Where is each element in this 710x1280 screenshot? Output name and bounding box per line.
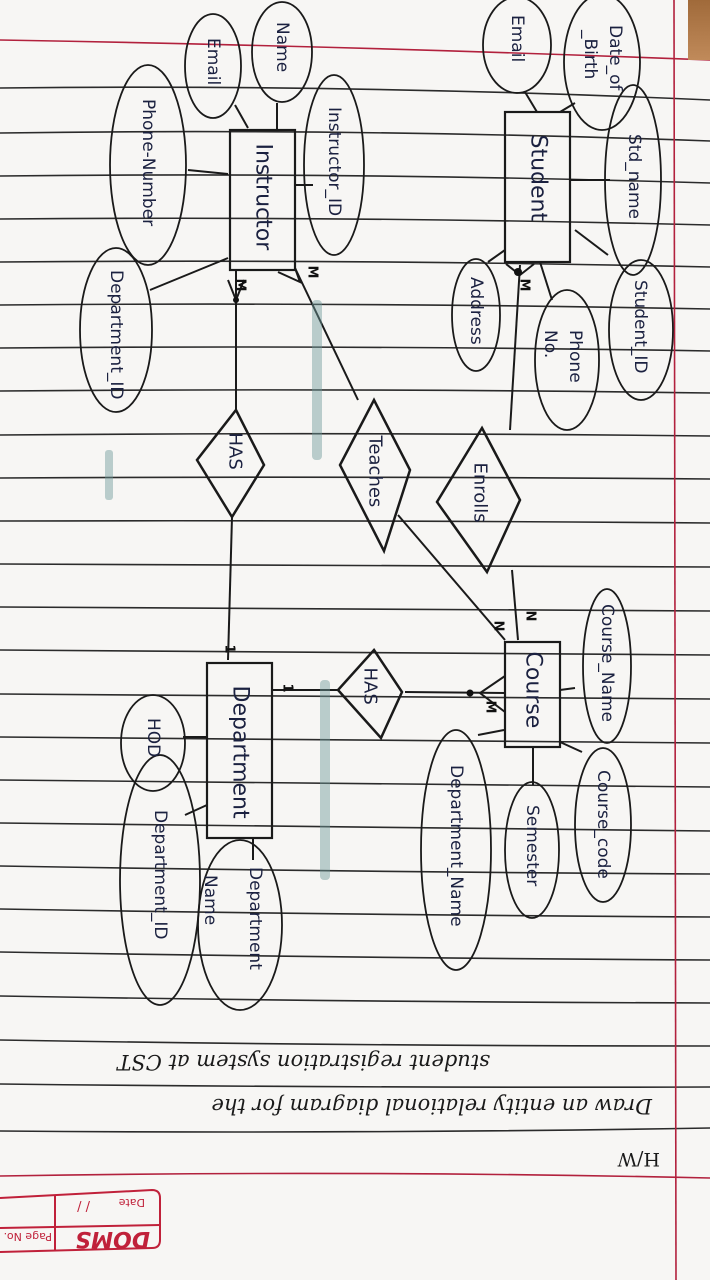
card-department-has-side: 1: [279, 683, 295, 693]
entity-student: Student: [525, 134, 551, 222]
card-student-enrolls: M: [516, 278, 532, 292]
attr-student-address: Address: [466, 277, 486, 345]
attr-student-name: Std_name: [624, 134, 644, 219]
entity-department-box: [205, 661, 274, 840]
attribute-shapes: [79, 0, 674, 1011]
question-line-1: Draw an entity relational diagram for th…: [211, 1094, 652, 1118]
attr-student-phone-line2: No.: [540, 330, 560, 359]
entity-course: Course: [520, 651, 546, 729]
attr-course-semester: Semester: [522, 805, 542, 887]
top-margin-line: [0, 39, 710, 61]
entity-shapes: [205, 110, 572, 840]
rel-has-instructor-dept: [195, 407, 266, 520]
card-course-teaches: N: [490, 620, 506, 632]
attr-course-name: Course_Name: [597, 604, 617, 723]
rel-enrolls: [435, 425, 522, 575]
relationship-has-course: HAS: [359, 667, 381, 705]
rel-teaches: [338, 397, 412, 555]
card-course-enrolls: N: [522, 610, 538, 622]
right-margin-line: [673, 0, 677, 1280]
attr-instructor-email: Email: [203, 38, 223, 86]
attr-department-id: Department_ID: [150, 810, 170, 940]
ink-smudges: [105, 300, 330, 880]
attr-instructor-department-id: Department_ID: [106, 270, 126, 400]
relationship-shapes: [195, 397, 522, 741]
date-value: / /: [77, 1198, 90, 1213]
ruled-lines: [0, 86, 710, 1133]
attr-student-email: Email: [507, 15, 527, 63]
attr-course-code: Course_code: [593, 770, 613, 879]
page-corner: [688, 0, 710, 60]
page-number-label: Page No.: [3, 1230, 52, 1243]
attr-student-dob-line2: _Birth: [580, 30, 600, 80]
attr-course-department-name: Department_Name: [446, 765, 466, 927]
attr-student-phone-line1: Phone: [565, 330, 585, 383]
card-instructor-has: M: [232, 278, 248, 292]
connector-lines: [149, 91, 610, 860]
attr-student-id: Student_ID: [630, 280, 650, 374]
relationship-enrolls: Enrolls: [469, 462, 491, 523]
attr-instructor-id: Instructor_ID: [324, 107, 344, 217]
attr-instructor-name: Name: [272, 22, 292, 73]
date-label: Date: [118, 1196, 145, 1209]
attr-department-name-line1: Department: [245, 867, 265, 970]
homework-tag: H/W: [617, 1148, 661, 1170]
rel-has-dept-course: [336, 647, 404, 741]
relationship-has-instructor: HAS: [224, 432, 246, 470]
bottom-margin-line: [0, 1172, 710, 1179]
attr-student-dob-line1: Date_of: [605, 25, 625, 91]
attr-department-hod: HOD: [143, 718, 163, 758]
entity-student-box: [503, 110, 572, 264]
entity-instructor-box: [228, 128, 297, 272]
attr-department-name-line2: Name: [200, 875, 220, 926]
question-line-2: student registration system at CST: [117, 1050, 490, 1074]
entity-course-box: [503, 640, 562, 749]
card-instructor-teaches: M: [304, 265, 320, 279]
doms-stamp-box: [0, 1188, 161, 1253]
doms-brand-logo: DOMS: [75, 1226, 150, 1251]
card-department-has-top: 1: [221, 644, 237, 654]
entity-department: Department: [227, 685, 253, 819]
relationship-teaches: Teaches: [364, 435, 386, 508]
attr-instructor-phone: Phone-Number: [138, 99, 158, 227]
card-course-has: M: [482, 700, 498, 714]
entity-instructor: Instructor: [250, 143, 276, 251]
